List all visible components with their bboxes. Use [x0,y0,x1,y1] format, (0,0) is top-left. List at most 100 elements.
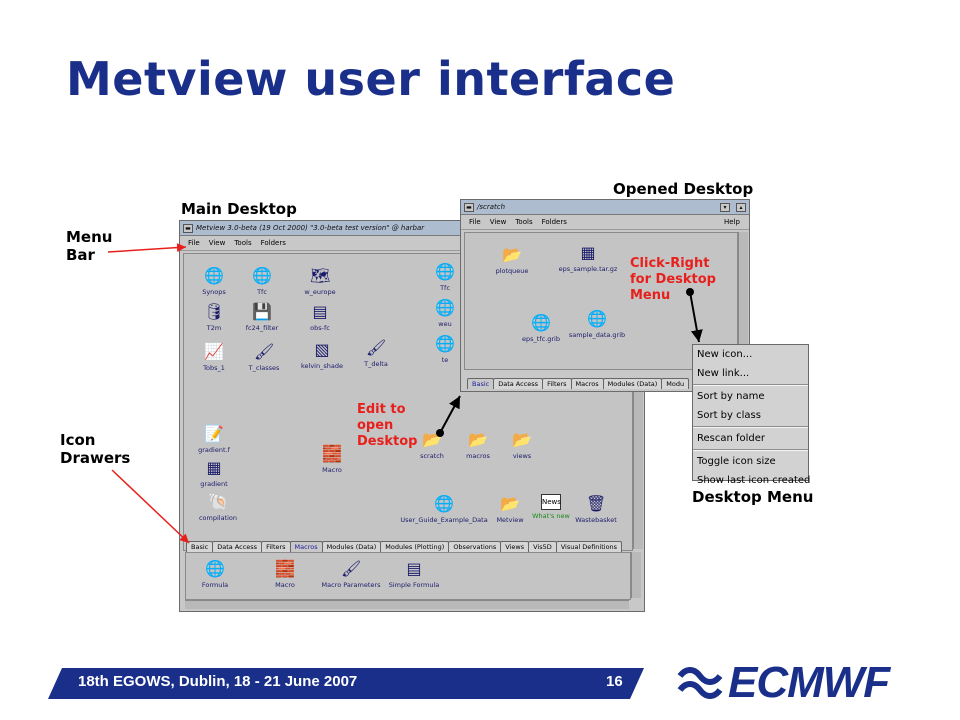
data-file-icon: ▦ [206,458,222,477]
icon-metview-folder[interactable]: 📂Metview [496,494,524,524]
minimize-icon[interactable]: ▾ [720,202,730,212]
window-menu-button[interactable]: ▬ [183,223,193,233]
brush-icon: 🖌 [341,559,362,578]
globe-icon: 🌐 [434,494,454,513]
plot-icon: 📈 [204,342,224,361]
icon-macros-folder[interactable]: 📂macros [466,430,490,460]
icon-compilation[interactable]: 🐚compilation [198,492,238,522]
icon-te[interactable]: 🌐te [435,334,455,364]
scratch-vertical-scrollbar[interactable] [738,232,748,368]
annotation-edit-to-open: Edit to open Desktop [357,402,417,450]
globe-icon: 🌐 [435,334,455,353]
icon-gradient[interactable]: ▦gradient [200,458,228,488]
data-file-icon: ▦ [580,243,596,262]
menu-item-new-link[interactable]: New link... [697,368,750,379]
globe-icon: 🌐 [204,266,224,285]
map-icon: 🗺 [310,266,331,285]
icon-drawer-tabs: Basic Data Access Filters Macros Modules… [186,541,623,552]
icon-macro[interactable]: 🧱Macro [322,444,342,474]
tab-visual-definitions[interactable]: Visual Definitions [555,541,623,552]
folder-icon: 📂 [500,494,520,513]
icon-t-classes[interactable]: 🖌T_classes [248,342,280,372]
ecmwf-logo-icon [677,667,723,699]
menu-item-show-last-icon[interactable]: Show last icon created [697,475,811,486]
drawer-icon-simple-formula[interactable]: ▤Simple Formula [388,559,440,589]
menu-view[interactable]: View [208,239,226,247]
icon-wastebasket[interactable]: 🗑Wastebasket [575,494,617,524]
icon-w-europe[interactable]: 🗺w_europe [304,266,336,296]
menu-item-sort-by-class[interactable]: Sort by class [697,410,761,421]
menu-folders[interactable]: Folders [260,239,286,247]
contour-icon: 🖌 [254,342,275,361]
arrow-icon-drawers [111,469,190,544]
annotation-click-line3: Menu [630,288,671,303]
footer-text: 18th EGOWS, Dublin, 18 - 21 June 2007 [78,673,358,690]
window-menu-button[interactable]: ▬ [464,202,474,212]
icon-tobs-1[interactable]: 📈Tobs_1 [203,342,225,372]
menu-item-toggle-icon-size[interactable]: Toggle icon size [697,456,776,467]
icon-plotqueue[interactable]: 📂plotqueue [495,245,529,275]
scratch-window-title: /scratch [477,203,506,211]
menu-item-new-icon[interactable]: New icon... [697,349,753,360]
icon-gradient-f[interactable]: 📝gradient.f [198,424,230,454]
trash-icon: 🗑 [586,494,607,513]
label-icon-drawers-line2: Drawers [60,449,131,467]
icon-drawer-pane[interactable]: 🌐Formula 🧱Macro 🖌Macro Parameters ▤Simpl… [185,552,631,600]
icon-eps-sample-tar[interactable]: ▦eps_sample.tar.gz [558,243,618,273]
main-menu-bar: File View Tools Folders [180,236,644,251]
scratch-menu-bar: File View Tools Folders Help [461,215,749,230]
icon-obs-fc[interactable]: ▤obs-fc [310,302,330,332]
menu-item-sort-by-name[interactable]: Sort by name [697,391,765,402]
label-icon-drawers: Icon Drawers [60,431,130,467]
scratch-menu-help[interactable]: Help [724,218,740,226]
drawer-icon-macro-parameters[interactable]: 🖌Macro Parameters [321,559,381,589]
annotation-edit-line2: open [357,418,394,433]
maximize-icon[interactable]: ▴ [736,202,746,212]
folder-icon: 📂 [512,430,532,449]
icon-weu[interactable]: 🌐weu [435,298,455,328]
folder-icon: 📂 [468,430,488,449]
main-desktop-window[interactable]: ▬ Metview 3.0-beta (19 Oct 2000) "3.0-be… [179,220,645,612]
arrow-menu-bar [107,243,187,253]
icon-views-folder[interactable]: 📂views [512,430,532,460]
icon-sample-data-grib[interactable]: 🌐sample_data.grib [568,309,626,339]
label-menu-bar-line2: Bar [66,246,95,264]
scratch-menu-view[interactable]: View [489,218,507,226]
scratch-tab-modules-truncated[interactable]: Modu [661,378,690,389]
menu-item-rescan-folder[interactable]: Rescan folder [697,433,766,444]
icon-t-delta[interactable]: 🖌T_delta [364,338,388,368]
icon-eps-tfc-grib[interactable]: 🌐eps_tfc.grib [522,313,560,343]
globe-icon: 🌐 [252,266,272,285]
scratch-menu-tools[interactable]: Tools [515,218,533,226]
icon-synops[interactable]: 🌐Synops [202,266,226,296]
menu-separator [693,384,808,386]
formula-icon: ▤ [312,302,328,321]
icon-user-guide[interactable]: 🌐User_Guide_Example_Data [400,494,488,524]
globe-icon: 🌐 [435,298,455,317]
formula-icon: ▤ [406,559,422,578]
label-icon-drawers-line1: Icon [60,431,96,449]
scratch-menu-folders[interactable]: Folders [541,218,567,226]
folder-icon: 📂 [502,245,522,264]
drawer-icon-formula[interactable]: 🌐Formula [201,559,229,589]
label-menu-bar-line1: Menu [66,228,113,246]
menu-file[interactable]: File [188,239,200,247]
icon-kelvin-shade[interactable]: ▧kelvin_shade [301,340,343,370]
desktop-context-menu: New icon... New link... Sort by name Sor… [692,344,810,486]
globe-icon: 🌐 [587,309,607,328]
shell-icon: 🐚 [208,492,228,511]
drawer-vertical-scrollbar[interactable] [631,552,641,598]
menu-tools[interactable]: Tools [234,239,252,247]
icon-tfc[interactable]: 🌐Tfc [252,266,272,296]
scratch-window-titlebar[interactable]: ▬ /scratch ▾ ▴ [461,200,749,215]
globe-icon: 🌐 [435,262,455,281]
icon-fc24-filter[interactable]: 💾fc24_filter [245,302,279,332]
menu-separator [693,426,808,428]
drawer-horizontal-scrollbar[interactable] [185,600,629,609]
icon-t2m[interactable]: 🛢T2m [204,302,225,332]
icon-tfc-2[interactable]: 🌐Tfc [435,262,455,292]
scratch-menu-file[interactable]: File [469,218,481,226]
drawer-icon-macro[interactable]: 🧱Macro [275,559,295,589]
main-vertical-scrollbar[interactable] [633,253,643,549]
